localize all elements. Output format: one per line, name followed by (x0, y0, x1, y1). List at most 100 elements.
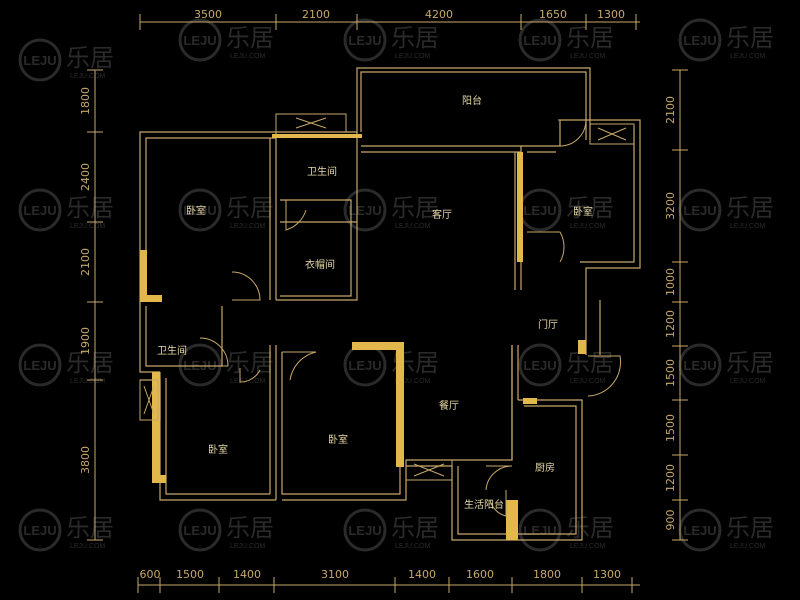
svg-text:LEJU.COM: LEJU.COM (70, 543, 106, 550)
leju-logo-ring (178, 508, 222, 552)
svg-text:乐居: 乐居 (726, 350, 774, 377)
svg-text:LEJU: LEJU (348, 33, 381, 48)
room-label-utility-balcony: 生活阳台 (464, 498, 504, 511)
leju-logo-ring (18, 38, 62, 82)
svg-text:乐居: 乐居 (226, 195, 274, 222)
leju-logo-ring (178, 188, 222, 232)
svg-text:LEJU: LEJU (23, 53, 56, 68)
wall-solids (140, 134, 586, 540)
svg-text:乐居: 乐居 (66, 350, 114, 377)
svg-text:LEJU.COM: LEJU.COM (570, 53, 606, 60)
dim-top-2: 2100 (302, 8, 330, 21)
dim-bottom-7: 1800 (533, 568, 561, 581)
dimension-labels-left: 1800 2400 2100 1900 3800 (79, 87, 92, 474)
svg-text:乐居: 乐居 (66, 515, 114, 542)
room-label-bedroom-nw: 卧室 (186, 204, 206, 217)
svg-text:LEJU.COM: LEJU.COM (70, 73, 106, 80)
dimension-lines (87, 14, 688, 593)
svg-text:LEJU.COM: LEJU.COM (570, 543, 606, 550)
dim-right-8: 900 (664, 510, 677, 531)
svg-text:LEJU.COM: LEJU.COM (395, 543, 431, 550)
door-swings (199, 119, 622, 517)
room-label-cloakroom: 衣帽间 (305, 258, 335, 271)
dim-bottom-8: 1300 (593, 568, 621, 581)
svg-text:乐居: 乐居 (726, 195, 774, 222)
svg-text:乐居: 乐居 (226, 350, 274, 377)
wall-outlines (139, 67, 641, 541)
room-label-bedroom-s: 卧室 (328, 433, 348, 446)
dim-bottom-2: 1500 (176, 568, 204, 581)
svg-text:乐居: 乐居 (391, 25, 439, 52)
svg-text:LEJU.COM: LEJU.COM (395, 223, 431, 230)
svg-text:LEJU: LEJU (23, 523, 56, 538)
dim-bottom-3: 1400 (233, 568, 261, 581)
svg-text:乐居: 乐居 (391, 195, 439, 222)
leju-logo-ring (18, 508, 62, 552)
leju-logo-ring (18, 188, 62, 232)
svg-text:LEJU: LEJU (683, 33, 716, 48)
dim-left-4: 1900 (79, 327, 92, 355)
svg-text:乐居: 乐居 (566, 25, 614, 52)
room-label-bathroom-w: 卫生间 (157, 344, 187, 357)
dim-right-7: 1200 (664, 464, 677, 492)
svg-text:乐居: 乐居 (66, 195, 114, 222)
svg-text:LEJU: LEJU (523, 203, 556, 218)
svg-text:LEJU: LEJU (348, 203, 381, 218)
svg-text:LEJU: LEJU (523, 33, 556, 48)
svg-text:LEJU.COM: LEJU.COM (570, 223, 606, 230)
leju-logo-ring (518, 508, 562, 552)
dim-top-3: 4200 (425, 8, 453, 21)
leju-logo-ring (178, 18, 222, 62)
dim-top-4: 1650 (539, 8, 567, 21)
dim-right-2: 3200 (664, 192, 677, 220)
room-label-foyer: 门厅 (538, 318, 558, 331)
svg-text:LEJU.COM: LEJU.COM (570, 378, 606, 385)
leju-logo-ring (343, 188, 387, 232)
svg-text:LEJU: LEJU (348, 358, 381, 373)
dim-right-3: 1000 (664, 268, 677, 296)
leju-logo-ring (343, 508, 387, 552)
dim-right-5: 1500 (664, 359, 677, 387)
dim-bottom-6: 1600 (466, 568, 494, 581)
dim-right-1: 2100 (664, 96, 677, 124)
dimension-labels-right: 2100 3200 1000 1200 1500 1500 1200 900 (664, 96, 677, 531)
svg-text:乐居: 乐居 (226, 515, 274, 542)
svg-text:乐居: 乐居 (566, 195, 614, 222)
svg-text:LEJU.COM: LEJU.COM (730, 53, 766, 60)
svg-text:LEJU: LEJU (683, 523, 716, 538)
svg-text:LEJU: LEJU (348, 523, 381, 538)
windows (139, 113, 635, 541)
leju-logo-ring (678, 18, 722, 62)
leju-logo-ring (518, 343, 562, 387)
svg-text:LEJU.COM: LEJU.COM (730, 378, 766, 385)
svg-text:LEJU.COM: LEJU.COM (395, 53, 431, 60)
leju-logo-ring (178, 343, 222, 387)
dim-left-1: 1800 (79, 87, 92, 115)
svg-text:乐居: 乐居 (391, 515, 439, 542)
leju-logo-ring (518, 18, 562, 62)
dim-left-2: 2400 (79, 163, 92, 191)
svg-text:LEJU: LEJU (683, 358, 716, 373)
svg-text:LEJU.COM: LEJU.COM (230, 223, 266, 230)
dim-top-1: 3500 (194, 8, 222, 21)
svg-text:LEJU.COM: LEJU.COM (730, 543, 766, 550)
room-label-bedroom-sw: 卧室 (208, 443, 228, 456)
dim-right-6: 1500 (664, 414, 677, 442)
svg-text:LEJU: LEJU (523, 358, 556, 373)
room-label-balcony: 阳台 (462, 94, 482, 107)
dim-bottom-5: 1400 (408, 568, 436, 581)
svg-text:LEJU.COM: LEJU.COM (395, 378, 431, 385)
